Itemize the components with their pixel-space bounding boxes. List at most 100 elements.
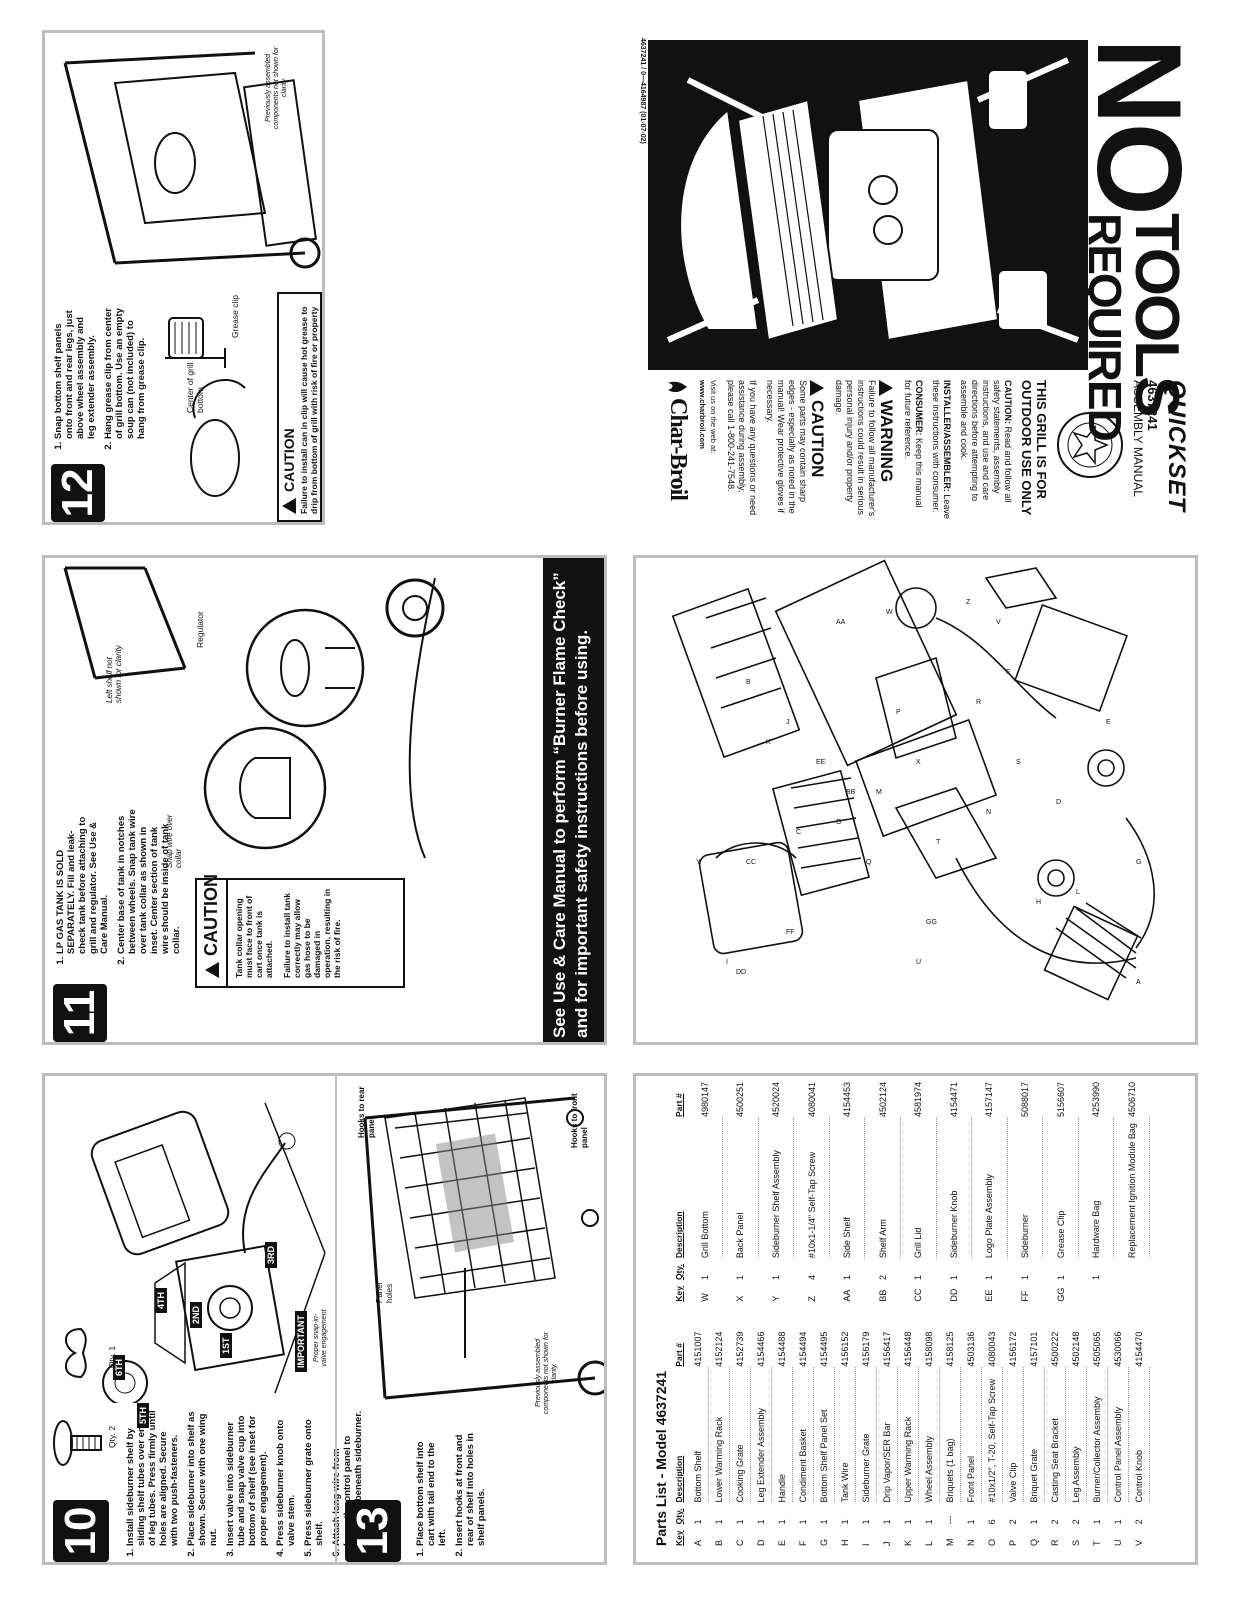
- step-12-panel: 12 Snap bottom shelf panels onto front a…: [42, 30, 325, 525]
- web-url[interactable]: www.charbroil.com: [698, 380, 707, 449]
- caution-item-1: Failure to install can in clip will caus…: [299, 306, 325, 514]
- cell-part: 4158098: [924, 1331, 934, 1367]
- cell-key: P: [1008, 1539, 1018, 1546]
- quickset-brand: QUICKSET: [1163, 380, 1190, 513]
- web-lead: Visit us on the web at:: [709, 380, 718, 454]
- cell-part: 4157147: [984, 1082, 995, 1118]
- cell-part: 4156152: [840, 1331, 850, 1367]
- hooks-rear-label: Hooks to rear panel: [357, 1086, 376, 1138]
- warning-triangle-icon: [810, 380, 825, 396]
- cell-description: Grease Clip: [1042, 1117, 1079, 1259]
- parts-list-panel: Parts List - Model 4637241 Key Qty. Desc…: [633, 1073, 1198, 1565]
- cell-description: Replacement Ignition Module Bag: [1113, 1117, 1150, 1259]
- col-qty: Qty.: [674, 1508, 684, 1525]
- flame-icon: [668, 381, 688, 393]
- part-label-v: V: [996, 619, 1001, 626]
- cell-key: X: [735, 1295, 746, 1302]
- cell-key: [1078, 1280, 1114, 1302]
- bottom-shelf-illustration: [363, 1096, 604, 1400]
- step-10-item-1: Install sideburner shelf by sliding shel…: [125, 1410, 180, 1546]
- cell-part: 4156417: [882, 1331, 892, 1367]
- order-label-6th: 6TH: [113, 1354, 125, 1380]
- cell-part: 4502148: [1071, 1331, 1081, 1367]
- step-12-instructions: Snap bottom shelf panels onto front and …: [53, 303, 153, 453]
- cell-key: G: [819, 1538, 829, 1546]
- cell-key: L: [924, 1540, 934, 1546]
- cell-description: Front Panel: [960, 1366, 982, 1503]
- step-12-badge: 12: [51, 464, 105, 522]
- part-label-n: N: [986, 809, 992, 816]
- part-label-s: S: [1016, 759, 1021, 766]
- part-label-q: Q: [866, 859, 872, 866]
- cell-description: #10x1-1/4" Self-Tap Screw: [793, 1117, 830, 1259]
- cell-part: 4158125: [945, 1331, 955, 1367]
- col-qty: Qty.: [674, 1264, 684, 1281]
- model-number: 4637241: [1145, 380, 1160, 431]
- part-label-w: W: [886, 609, 893, 616]
- grease-clip-illustration: [165, 317, 246, 497]
- part-label-a: A: [1136, 979, 1141, 986]
- cell-part: 4154471: [948, 1082, 959, 1118]
- cell-qty: 1: [735, 1275, 746, 1281]
- cell-qty: 1: [966, 1519, 976, 1525]
- assembly-manual-title: ASSEMBLY MANUAL: [1131, 380, 1145, 497]
- col-part: Part #: [674, 1343, 684, 1367]
- part-label-g: G: [1136, 859, 1142, 866]
- outdoor-use-heading: THIS GRILL IS FOR OUTDOOR USE ONLY: [1019, 380, 1049, 516]
- step-13-item-2: Insert hooks at front and rear of shelf …: [454, 1430, 487, 1546]
- part-label-t: T: [936, 839, 941, 846]
- cell-description: Logo Plate Assembly: [971, 1117, 1008, 1259]
- step-10-item-4: Press sideburner knob onto valve stem.: [275, 1410, 297, 1546]
- cell-description: #10x1/2", T-20, Self-Tap Screw: [981, 1366, 1003, 1503]
- cell-description: Casting Seat Bracket: [1044, 1366, 1066, 1503]
- caution2-title: CAUTION: [808, 400, 827, 478]
- cell-qty: 1: [948, 1275, 959, 1281]
- step-12-item-2: Hang grease clip from center of grill bo…: [103, 303, 147, 439]
- cell-description: Leg Extender Assembly: [750, 1366, 772, 1503]
- regulator-label: Regulator: [195, 611, 205, 648]
- step-12-prev-note: Previously assembled components not show…: [265, 46, 288, 130]
- cell-description: Tank Wire: [834, 1366, 856, 1503]
- cell-description: Cooking Grate: [729, 1366, 751, 1503]
- cell-part: 4152124: [714, 1331, 724, 1367]
- cell-description: Lower Warming Rack: [708, 1366, 730, 1503]
- cell-description: Drip Vapor/SER Bar: [876, 1366, 898, 1503]
- part-label-k: K: [766, 739, 771, 746]
- char-broil-logo: Char-Broil: [664, 380, 691, 520]
- cell-key: O: [987, 1538, 997, 1546]
- cell-qty: 1: [842, 1275, 853, 1281]
- part-label-y: Y: [696, 859, 701, 866]
- cell-description: Burner/Collector Assembly: [1086, 1366, 1108, 1503]
- cell-description: Bottom Shelf Panel Set: [813, 1366, 835, 1503]
- cell-key: [1114, 1280, 1150, 1302]
- cell-part: 4154453: [842, 1082, 853, 1118]
- installer-lead: INSTALLER/ASSEMBLER:: [942, 380, 952, 492]
- cell-part: 4154470: [1134, 1331, 1144, 1367]
- cell-qty: 1: [798, 1519, 808, 1525]
- part-label-f: F: [1006, 669, 1011, 676]
- cell-qty: 1: [1019, 1275, 1030, 1281]
- cell-key: J: [882, 1541, 892, 1547]
- part-label-aa: AA: [836, 619, 846, 626]
- cell-part: 4520024: [771, 1082, 782, 1118]
- cell-key: DD: [948, 1288, 959, 1302]
- cell-key: I: [861, 1543, 871, 1546]
- part-label-o: O: [836, 819, 842, 826]
- cell-key: Z: [806, 1296, 817, 1302]
- cell-part: 4157101: [1029, 1331, 1039, 1367]
- cell-part: 4156179: [861, 1331, 871, 1367]
- cell-qty: 1: [735, 1519, 745, 1525]
- cell-key: T: [1092, 1540, 1102, 1547]
- cover-panel: NO TOOLS REQUIRED 4637241 / 0—4164: [633, 30, 1198, 525]
